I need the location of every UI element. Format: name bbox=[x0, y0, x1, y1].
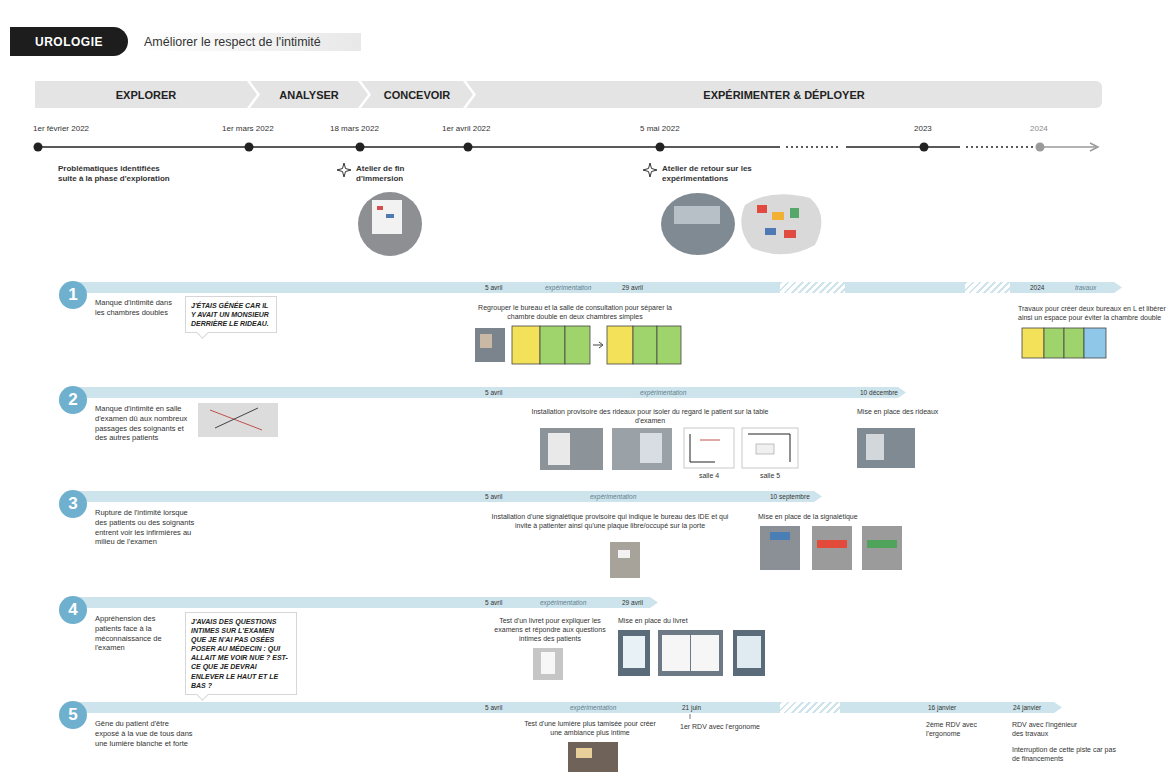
node-text: 3 bbox=[68, 494, 77, 514]
node-text: 2 bbox=[68, 390, 77, 410]
note-label: Travaux pour créer deux bureaux en L et … bbox=[1018, 304, 1166, 322]
note-label: 2ème RDV avec l'ergonome bbox=[926, 720, 988, 738]
note-label: RDV avec l'ingénieur des travaux bbox=[1012, 720, 1084, 738]
note-label: Appréhension des patients face à la méco… bbox=[95, 614, 183, 653]
row-number: 2 bbox=[59, 386, 87, 414]
hatched-segment bbox=[780, 282, 845, 293]
band-text: 16 janvier bbox=[928, 702, 956, 713]
note-label: Installation provisoire des rideaux pour… bbox=[520, 407, 780, 425]
node-text: EXPLORER bbox=[116, 89, 177, 101]
phase-chevron: CONCEVOIR bbox=[361, 81, 473, 108]
note-label: Interruption de cette piste car pas de f… bbox=[1012, 745, 1122, 763]
workshop-photos bbox=[358, 192, 821, 256]
band-text: 10 septembre bbox=[770, 491, 810, 502]
node-text: 5 bbox=[68, 705, 77, 725]
band-text: 24 janvier bbox=[1013, 702, 1041, 713]
floor-plans bbox=[475, 326, 1106, 364]
band-text: expérimentation bbox=[590, 491, 636, 502]
band-text: expérimentation bbox=[640, 387, 686, 398]
note-label: Atelier de retour sur les expérimentatio… bbox=[662, 164, 782, 185]
note-label: 1er mars 2022 bbox=[222, 124, 274, 134]
quote-bubble: J'AVAIS DES QUESTIONS INTIMES SUR L'EXAM… bbox=[185, 612, 297, 695]
node-text: J'ÉTAIS GÊNÉE CAR IL Y AVAIT UN MONSIEUR… bbox=[191, 301, 271, 328]
phase-chevron: ANALYSER bbox=[250, 81, 368, 108]
note-label: 2024 bbox=[1030, 124, 1048, 134]
row-number: 4 bbox=[59, 596, 87, 624]
note-label: Atelier de fin d'immersion bbox=[356, 164, 428, 185]
band-text: travaux bbox=[1075, 282, 1096, 293]
band-text: 5 avril bbox=[485, 702, 502, 713]
note-label: Test d'un livret pour expliquer les exam… bbox=[490, 616, 610, 643]
node-text: ANALYSER bbox=[279, 89, 339, 101]
note-label: Gêne du patient d'être exposé à la vue d… bbox=[95, 719, 195, 748]
note-label: 1er février 2022 bbox=[33, 124, 89, 134]
node-text: CONCEVOIR bbox=[384, 89, 451, 101]
band-text: 21 juin bbox=[682, 702, 701, 713]
band-text: 2024 bbox=[1030, 282, 1044, 293]
band-text: 29 avril bbox=[622, 282, 643, 293]
node-text: 4 bbox=[68, 600, 77, 620]
note-label: 1er avril 2022 bbox=[442, 124, 490, 134]
band-text: 5 avril bbox=[485, 282, 502, 293]
band-text: 5 avril bbox=[485, 491, 502, 502]
note-label: Regrouper le bureau et la salle de consu… bbox=[475, 303, 675, 321]
note-label: 2023 bbox=[914, 124, 932, 134]
note-label: Mise en place du livret bbox=[618, 616, 688, 625]
note-label: Manque d'intimité en salle d'examen dû a… bbox=[95, 404, 193, 443]
note-label: Mise en place de la signalétique bbox=[758, 512, 858, 521]
note-label: Rupture de l'intimité lorsque des patien… bbox=[95, 508, 195, 547]
note-label: 18 mars 2022 bbox=[330, 124, 379, 134]
note-label: 1er RDV avec l'ergonome bbox=[680, 722, 760, 731]
page-title: Améliorer le respect de l'intimité bbox=[140, 33, 361, 51]
row-number: 1 bbox=[59, 281, 87, 309]
hatched-segment bbox=[780, 702, 840, 713]
timeline bbox=[34, 143, 1099, 152]
node-text: UROLOGIE bbox=[35, 35, 103, 49]
timeline-band: 5 avril expérimentation 29 avril 2024 travau… bbox=[66, 282, 1122, 293]
timeline-band: 5 avril expérimentation 21 juin 16 janvier 2… bbox=[66, 702, 1062, 713]
note-label: Test d'une lumière plus tamisée pour cré… bbox=[520, 719, 660, 737]
note-label: salle 4 bbox=[689, 471, 729, 480]
node-text: J'AVAIS DES QUESTIONS INTIMES SUR L'EXAM… bbox=[191, 617, 291, 690]
band-text: expérimentation bbox=[570, 702, 616, 713]
node-text: EXPÉRIMENTER & DÉPLOYER bbox=[703, 89, 864, 101]
node-text: 1 bbox=[68, 285, 77, 305]
band-text: 29 avril bbox=[622, 597, 643, 608]
note-label: Installation d'une signalétique provisoi… bbox=[490, 512, 730, 530]
phase-chevron: EXPÉRIMENTER & DÉPLOYER bbox=[466, 81, 1102, 108]
row-number: 5 bbox=[59, 701, 87, 729]
timeline-band: 5 avril expérimentation 29 avril bbox=[66, 597, 658, 608]
timeline-band: 5 avril expérimentation 10 septembre bbox=[66, 491, 822, 502]
timeline-band: 5 avril expérimentation 10 décembre bbox=[66, 387, 906, 398]
row-number: 3 bbox=[59, 490, 87, 518]
hatched-segment bbox=[965, 282, 1010, 293]
band-text: 10 décembre bbox=[860, 387, 898, 398]
note-label: 5 mai 2022 bbox=[640, 124, 680, 134]
note-label: salle 5 bbox=[750, 471, 790, 480]
quote-bubble: J'ÉTAIS GÊNÉE CAR IL Y AVAIT UN MONSIEUR… bbox=[185, 296, 277, 333]
band-text: expérimentation bbox=[545, 282, 591, 293]
section-tab: UROLOGIE bbox=[10, 27, 128, 56]
note-label: Mise en place des rideaux bbox=[857, 407, 938, 416]
band-text: expérimentation bbox=[540, 597, 586, 608]
photos-row-3 bbox=[610, 526, 902, 578]
note-label: Manque d'intimité dans les chambres doub… bbox=[95, 298, 183, 318]
band-text: 5 avril bbox=[485, 597, 502, 608]
photos-row-2 bbox=[198, 403, 915, 470]
band-text: 5 avril bbox=[485, 387, 502, 398]
note-label: Problématiques identifiées suite à la ph… bbox=[58, 164, 173, 185]
phase-chevron: EXPLORER bbox=[35, 81, 257, 108]
